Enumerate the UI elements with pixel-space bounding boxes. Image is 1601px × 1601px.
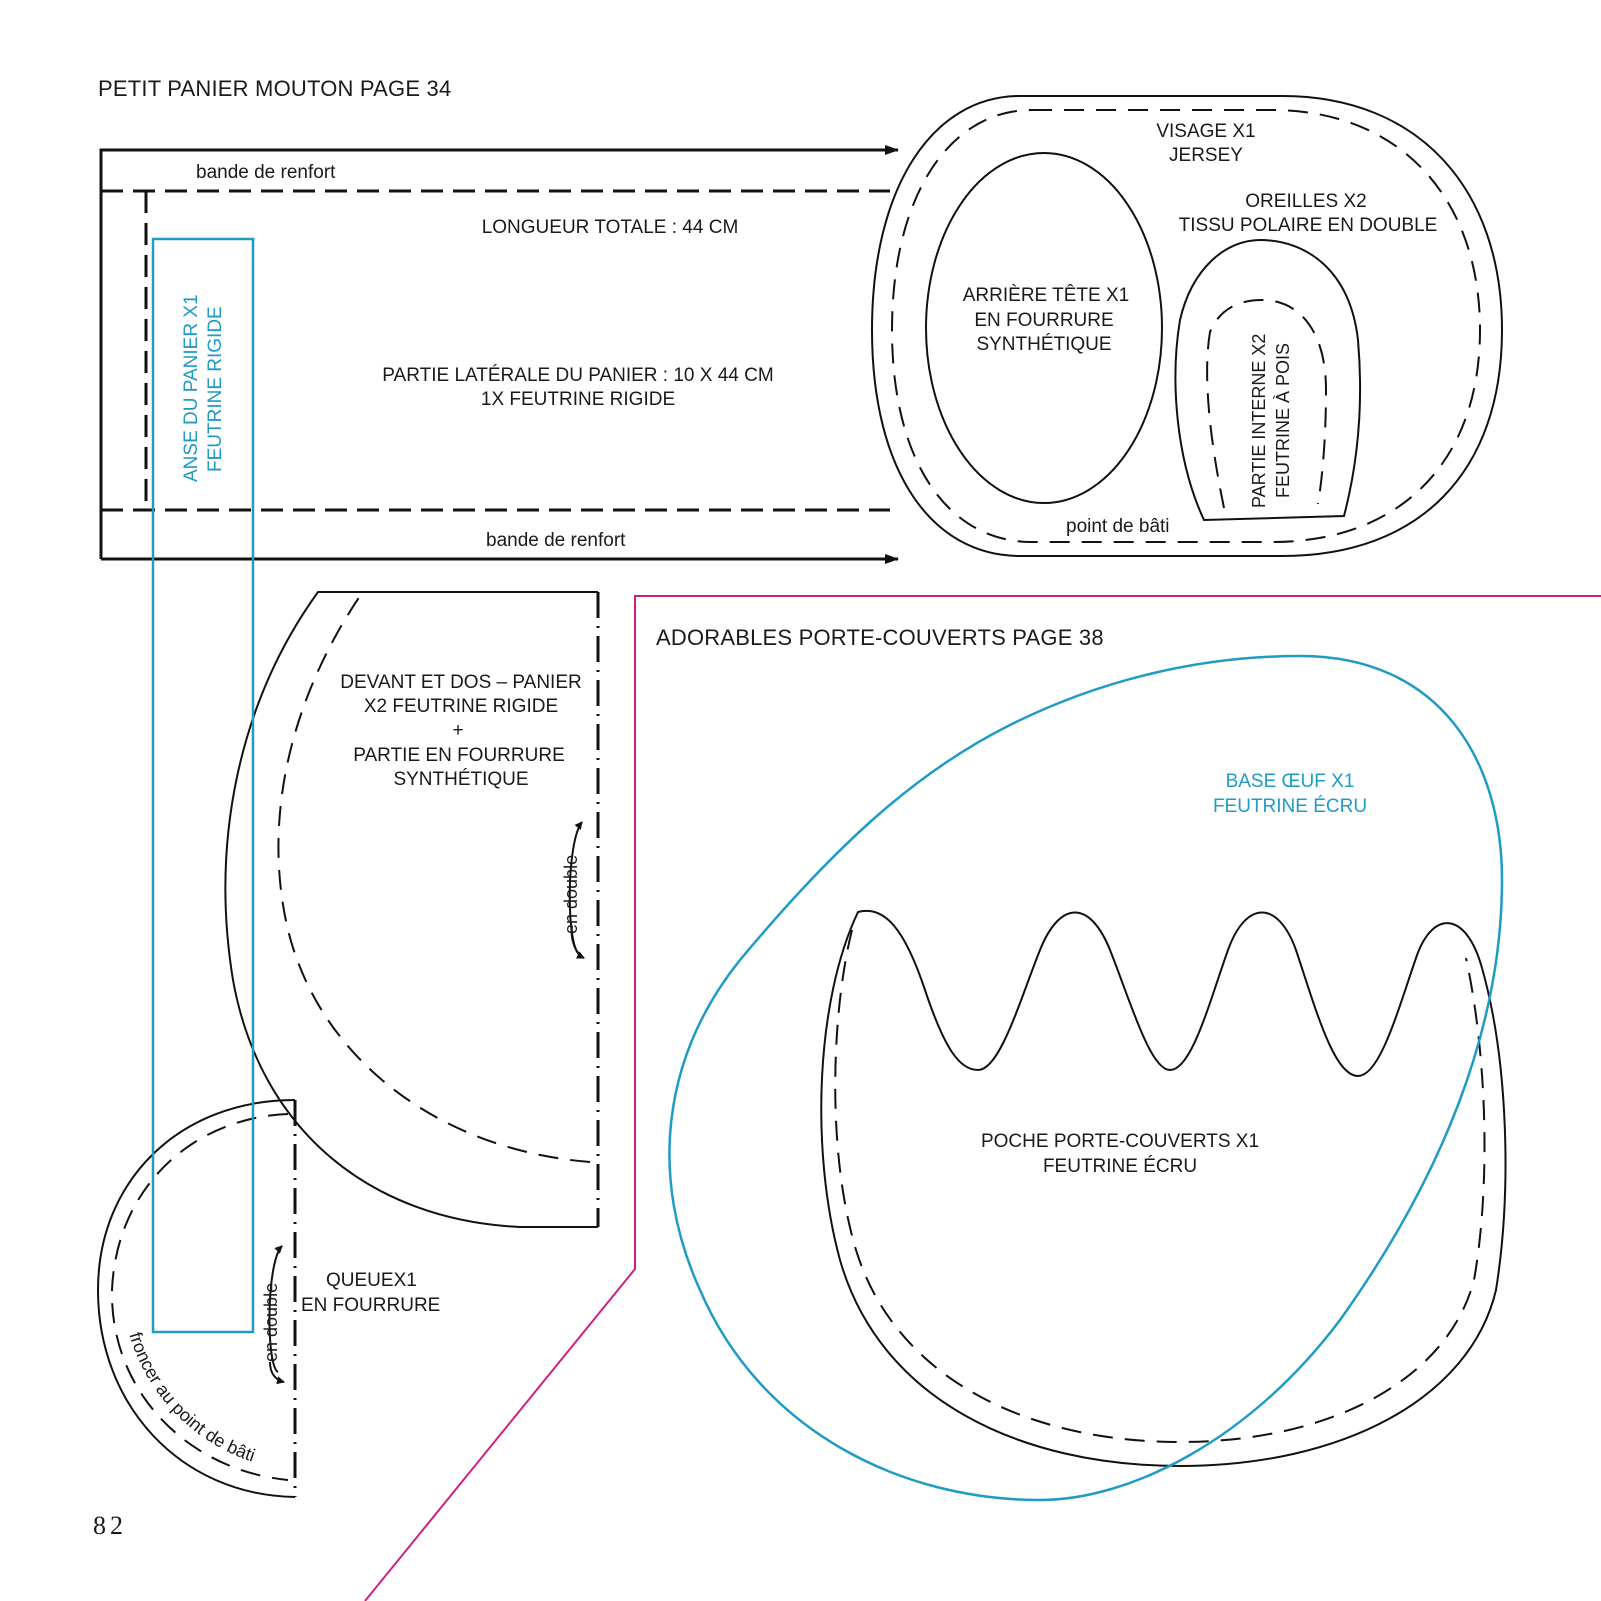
front-fold-label: en double	[561, 855, 581, 934]
side-part-label-1: PARTIE LATÉRALE DU PANIER : 10 X 44 CM	[382, 365, 773, 386]
back-head-outline	[925, 152, 1163, 504]
front-back-label-1: DEVANT ET DOS – PANIER	[340, 672, 581, 693]
cutlery-section-title: ADORABLES PORTE-COUVERTS PAGE 38	[656, 625, 1104, 650]
tail-fold-arrow-bottom	[269, 1361, 285, 1385]
total-length-label: LONGUEUR TOTALE : 44 CM	[482, 217, 739, 238]
tail-seam	[110, 1113, 289, 1481]
face-seam	[890, 109, 1482, 543]
ears-label-1: OREILLES X2	[1245, 191, 1366, 212]
handle-label-2: FEUTRINE RIGIDE	[205, 306, 226, 472]
tail-fold-arrow-top	[268, 1245, 283, 1373]
front-back-label-4: PARTIE EN FOURRURE	[353, 745, 565, 766]
face-baste-label: point de bâti	[1066, 516, 1170, 537]
egg-base-piece: BASE ŒUF X1 FEUTRINE ÉCRU	[668, 654, 1504, 1502]
handle-piece: ANSE DU PANIER X1 FEUTRINE RIGIDE	[151, 237, 255, 1334]
ears-label-2: TISSU POLAIRE EN DOUBLE	[1179, 215, 1438, 236]
section-divider	[364, 595, 1601, 1601]
face-label-1: VISAGE X1	[1156, 121, 1255, 142]
tail-label-2: EN FOURRURE	[301, 1295, 440, 1316]
pocket-label-2: FEUTRINE ÉCRU	[1043, 1156, 1197, 1177]
front-back-piece: DEVANT ET DOS – PANIER X2 FEUTRINE RIGID…	[224, 591, 600, 1228]
front-back-label-2: X2 FEUTRINE RIGIDE	[364, 696, 558, 717]
front-back-label-5: SYNTHÉTIQUE	[393, 769, 528, 790]
band-bottom-label: bande de renfort	[486, 530, 626, 551]
pocket-piece: POCHE PORTE-COUVERTS X1 FEUTRINE ÉCRU	[820, 909, 1507, 1468]
handle-label-1: ANSE DU PANIER X1	[181, 294, 202, 482]
tail-fold-label: en double	[261, 1283, 281, 1362]
back-head-label-3: SYNTHÉTIQUE	[976, 334, 1111, 355]
inner-ear-label-2: FEUTRINE À POIS	[1273, 343, 1293, 498]
band-top-label: bande de renfort	[196, 162, 336, 183]
front-back-seam	[277, 595, 591, 1163]
inner-ear-label-1: PARTIE INTERNE X2	[1249, 334, 1269, 508]
band-top-outline	[99, 145, 899, 559]
tail-outline	[96, 1099, 296, 1498]
front-back-outline	[224, 591, 598, 1228]
front-back-label-3: +	[452, 720, 463, 741]
tail-label-1: QUEUEX1	[326, 1270, 417, 1291]
egg-base-label-1: BASE ŒUF X1	[1226, 771, 1355, 792]
side-part-label-2: 1X FEUTRINE RIGIDE	[481, 389, 675, 410]
ear-piece: PARTIE INTERNE X2 FEUTRINE À POIS	[1174, 238, 1362, 522]
pocket-outline	[820, 909, 1507, 1468]
face-piece: VISAGE X1 JERSEY OREILLES X2 TISSU POLAI…	[870, 95, 1504, 557]
back-head-label-1: ARRIÈRE TÊTE X1	[963, 284, 1129, 306]
tail-piece: en double QUEUEX1 EN FOURRURE froncer au…	[96, 1099, 440, 1498]
back-head-label-2: EN FOURRURE	[974, 310, 1113, 331]
egg-base-label-2: FEUTRINE ÉCRU	[1213, 796, 1367, 817]
ear-seam	[1206, 298, 1328, 509]
sheep-section-title: PETIT PANIER MOUTON PAGE 34	[98, 76, 451, 101]
side-panel-piece: bande de renfort bande de renfort LONGUE…	[99, 145, 899, 564]
face-outline	[870, 95, 1504, 557]
pocket-label-1: POCHE PORTE-COUVERTS X1	[981, 1131, 1259, 1152]
page-number: 82	[93, 1511, 127, 1540]
face-label-2: JERSEY	[1169, 145, 1243, 166]
egg-base-outline	[668, 654, 1504, 1502]
ear-outline	[1174, 238, 1362, 522]
front-fold-arrow-bottom	[570, 925, 585, 959]
back-head-piece: ARRIÈRE TÊTE X1 EN FOURRURE SYNTHÉTIQUE	[925, 152, 1163, 504]
pocket-seam	[834, 929, 1486, 1444]
handle-outline	[151, 237, 255, 1334]
